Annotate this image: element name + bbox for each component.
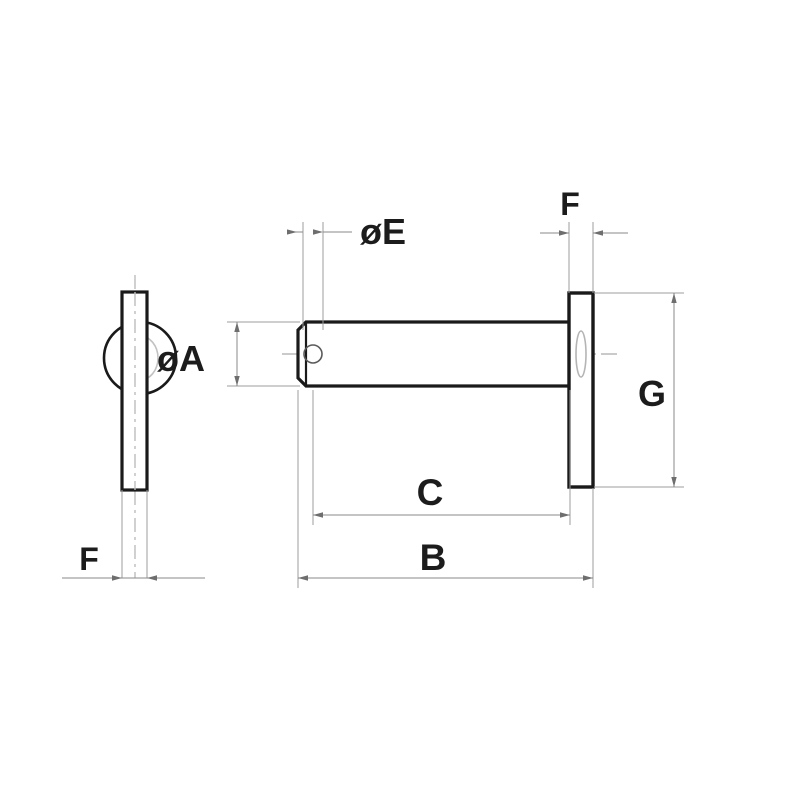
- dimension-label-f-left: F: [79, 541, 99, 577]
- dimension-label-f-top: F: [560, 186, 580, 222]
- dimension-f-left: F: [62, 541, 205, 581]
- dimension-label-b: B: [420, 537, 447, 578]
- dimension-label-c: C: [417, 472, 444, 513]
- left-end-view: [102, 275, 178, 578]
- oe-arrow-right: [313, 229, 323, 235]
- dimension-g: G: [594, 292, 684, 488]
- ftop-arrow-right: [593, 230, 603, 236]
- dimension-label-oe: øE: [360, 211, 406, 252]
- cross-hole-circle: [303, 344, 323, 364]
- g-arrow-top: [671, 293, 677, 303]
- b-arrow-right: [583, 575, 593, 581]
- dimension-c: C: [312, 390, 571, 525]
- dimension-oa: øA: [157, 321, 300, 387]
- b-arrow-left: [298, 575, 308, 581]
- c-arrow-left: [313, 512, 323, 518]
- g-arrow-bottom: [671, 477, 677, 487]
- fleft-arrow-right: [147, 575, 157, 581]
- pin-shaft-outline: [296, 320, 572, 388]
- oa-arrow-top: [234, 322, 240, 332]
- c-arrow-right: [560, 512, 570, 518]
- main-side-view: [282, 291, 620, 489]
- dimension-b: B: [297, 390, 594, 588]
- pin-head-flange: [567, 291, 595, 489]
- dimension-label-oa: øA: [157, 338, 205, 379]
- ftop-arrow-left: [559, 230, 569, 236]
- dimension-label-g: G: [638, 373, 666, 414]
- oa-arrow-bottom: [234, 376, 240, 386]
- fleft-arrow-left: [112, 575, 122, 581]
- head-hidden-ellipse: [575, 330, 587, 378]
- dimension-f-top: F: [540, 186, 628, 293]
- dimension-oe: øE: [287, 211, 406, 330]
